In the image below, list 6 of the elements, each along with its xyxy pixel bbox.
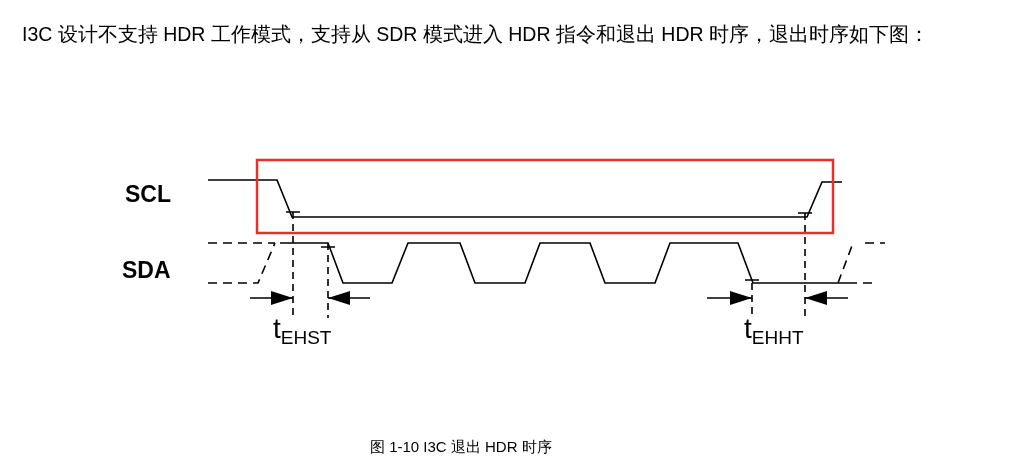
signal-name: SCL	[125, 181, 171, 208]
paragraph-text: I3C 设计不支持 HDR 工作模式，支持从 SDR 模式进入 HDR 指令和退出 HDR 时序，退出时序如下图：	[22, 22, 931, 47]
figure-caption: 图 1-10 I3C 退出 HDR 时序	[370, 438, 552, 457]
signal-name: SDA	[122, 257, 171, 284]
timing-parameter: t$_{EHST}$	[273, 313, 332, 349]
timing-parameter: t$_{EHHT}$	[744, 313, 804, 349]
